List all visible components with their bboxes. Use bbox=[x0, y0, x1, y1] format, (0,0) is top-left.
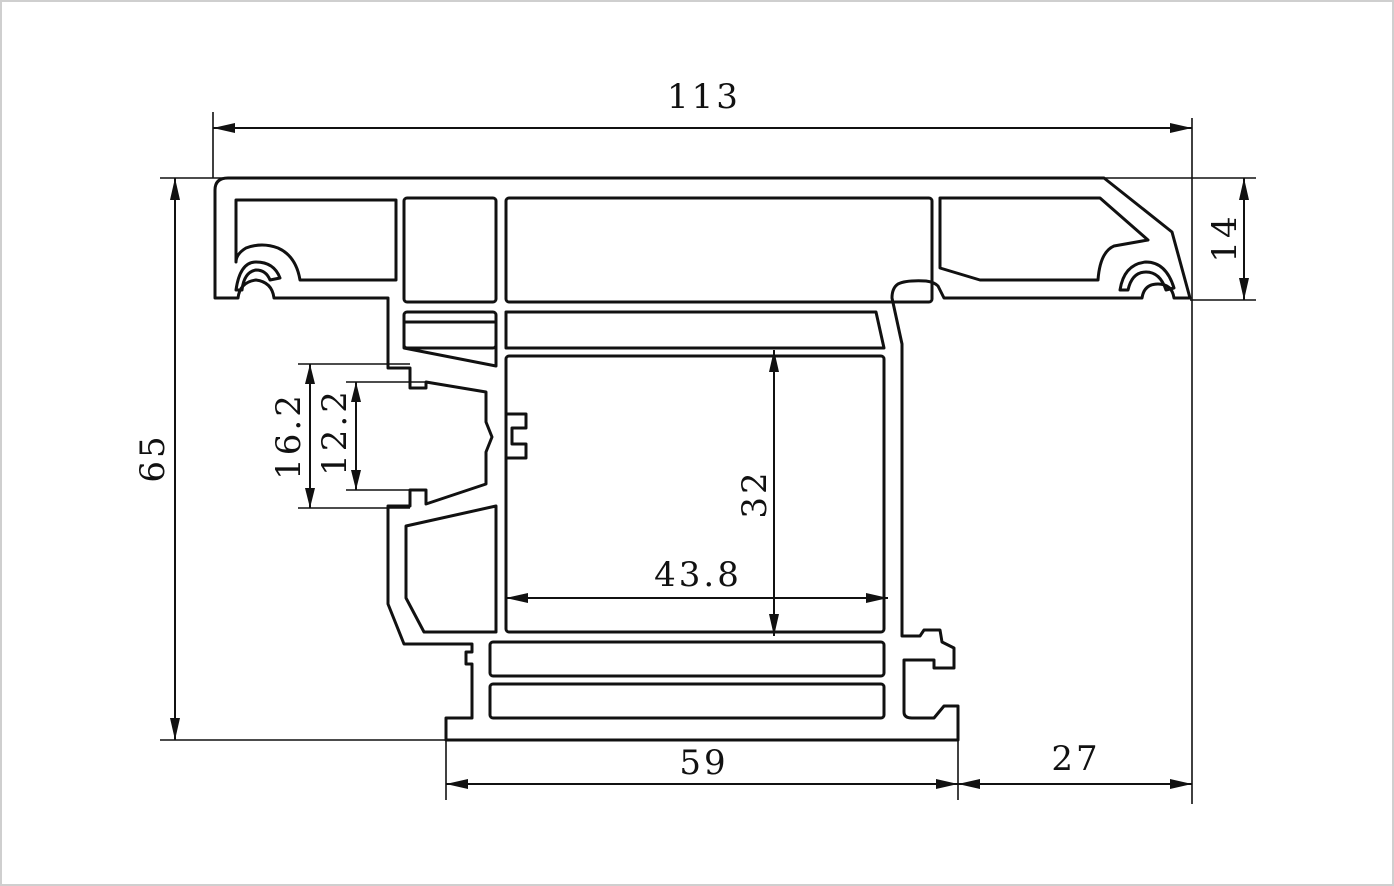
chamber-lower-left bbox=[404, 504, 498, 634]
label-chamber-height: 32 bbox=[735, 469, 775, 518]
profile-outer-contour bbox=[213, 176, 1192, 742]
profile-section bbox=[213, 176, 1192, 742]
slot-tabs bbox=[504, 412, 528, 460]
chamber-bottom-2 bbox=[488, 682, 886, 720]
chamber-bottom-1 bbox=[488, 640, 886, 678]
label-overall-width: 113 bbox=[667, 77, 741, 117]
hook-right bbox=[1118, 260, 1176, 292]
hook-left bbox=[234, 260, 282, 292]
dimension-lines bbox=[170, 123, 1249, 789]
label-flange-height: 14 bbox=[1205, 213, 1245, 262]
chamber-top-a bbox=[402, 196, 498, 304]
dimension-labels: 113 65 14 16.2 12.2 32 43.8 59 27 bbox=[133, 77, 1245, 783]
chamber-wedge-upper bbox=[402, 320, 498, 368]
chamber-top-right bbox=[938, 196, 1150, 282]
label-slot-outer: 16.2 bbox=[269, 392, 309, 480]
label-overall-height: 65 bbox=[133, 433, 173, 482]
label-chamber-width: 43.8 bbox=[654, 555, 742, 595]
label-slot-inner: 12.2 bbox=[315, 388, 355, 476]
chamber-top-b bbox=[504, 196, 934, 304]
label-base-width: 59 bbox=[679, 743, 728, 783]
label-right-offset: 27 bbox=[1051, 739, 1100, 779]
chamber-top-left bbox=[234, 198, 398, 282]
chamber-main bbox=[504, 354, 886, 634]
extension-lines bbox=[160, 112, 1256, 804]
chamber-row2-b bbox=[504, 310, 886, 350]
